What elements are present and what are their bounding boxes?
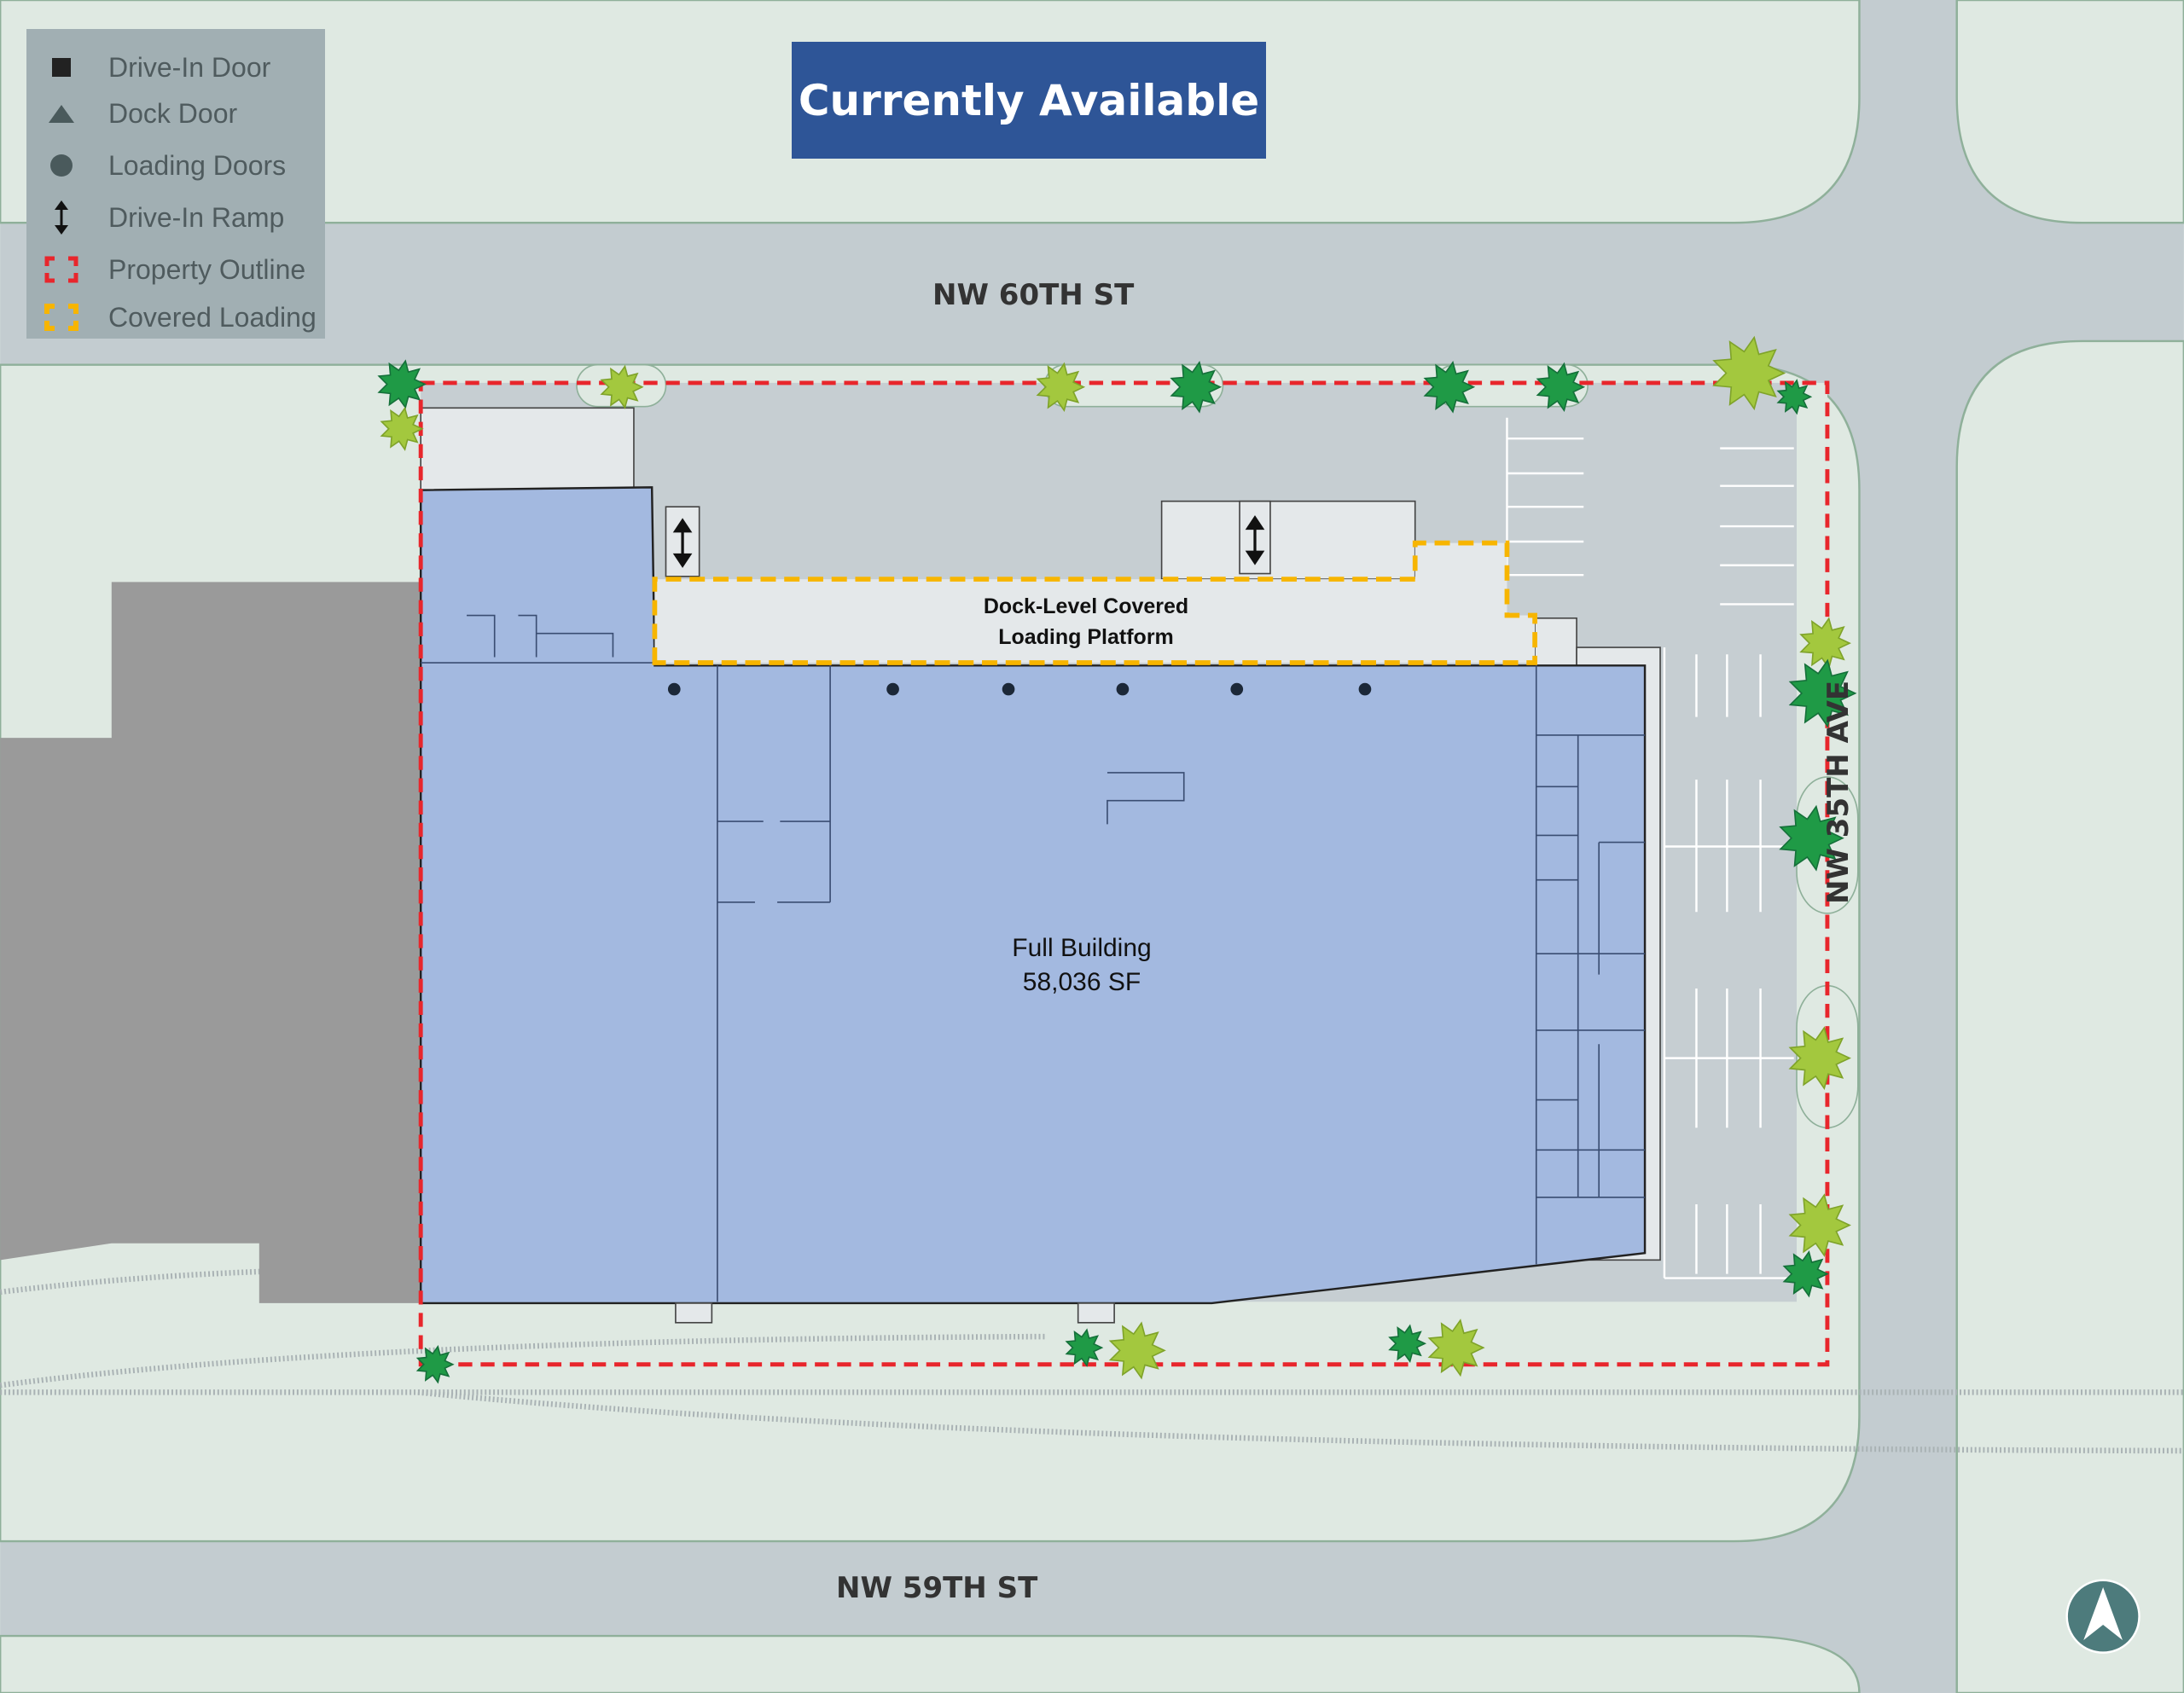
- legend-item: Dock Door: [26, 92, 325, 135]
- tree-icon: [600, 364, 644, 409]
- tree-icon: [1427, 1319, 1485, 1377]
- loading-door-icon: [1230, 682, 1244, 696]
- door-stoop: [1077, 1302, 1115, 1324]
- square-icon: [32, 57, 91, 78]
- legend-item: Drive-In Ramp: [26, 196, 325, 239]
- block-east: [1955, 339, 2184, 1693]
- interior-walls: [421, 614, 1646, 1302]
- tree-icon: [1788, 1193, 1851, 1257]
- loading-door-icon: [1116, 682, 1130, 696]
- tree-icon: [1788, 1026, 1851, 1090]
- railroad-tracks: [0, 1267, 2184, 1454]
- tree-icon: [1170, 361, 1223, 414]
- availability-banner: Currently Available: [792, 42, 1266, 159]
- tree-icon: [1036, 362, 1086, 412]
- platform-label-line1: Dock-Level Covered: [983, 594, 1189, 618]
- legend-item: Property Outline: [26, 248, 325, 291]
- tree-icon: [377, 359, 427, 409]
- stair-structure: [1534, 617, 1577, 667]
- building-label: Full Building 58,036 SF: [911, 931, 1252, 1000]
- tree-icon: [1782, 1249, 1829, 1298]
- trees: [377, 335, 1857, 1384]
- legend-item: Drive-In Door: [26, 46, 325, 89]
- legend-item: Covered Loading: [26, 296, 325, 339]
- tree-icon: [1536, 362, 1586, 412]
- property-outline: [418, 380, 1830, 1367]
- block-south: [0, 1634, 1861, 1693]
- building-name: Full Building: [1012, 934, 1152, 962]
- triangle-icon: [32, 103, 91, 124]
- street-label-north: NW 60TH ST: [932, 278, 1135, 312]
- neighbor-building: [0, 582, 421, 1303]
- loading-door-icon: [667, 682, 681, 696]
- tree-icon: [1108, 1321, 1166, 1380]
- tree-icon: [1712, 335, 1786, 411]
- loading-door-icon: [886, 682, 899, 696]
- tree-icon: [1388, 1324, 1427, 1364]
- annex-structure: [420, 407, 635, 493]
- tree-icon: [1423, 361, 1476, 414]
- circle-icon: [32, 154, 91, 177]
- loading-door-markers: [667, 682, 1372, 696]
- drive-in-ramp-icon: [672, 515, 1265, 568]
- yellow-bracket-outline-icon: [32, 304, 91, 331]
- door-stoop: [675, 1302, 713, 1324]
- building-area: 58,036 SF: [1022, 968, 1141, 996]
- red-bracket-outline-icon: [32, 256, 91, 283]
- platform-label: Dock-Level Covered Loading Platform: [915, 591, 1257, 652]
- tree-icon: [415, 1344, 455, 1384]
- legend-item: Loading Doors: [26, 144, 325, 187]
- loading-door-icon: [1358, 682, 1372, 696]
- platform-label-line2: Loading Platform: [998, 625, 1174, 649]
- street-label-east: NW 35TH AVE: [1821, 680, 1856, 904]
- tree-icon: [1799, 617, 1851, 670]
- north-arrow-icon: [2065, 1579, 2140, 1654]
- legend: Drive-In Door Dock Door Loading Doors Dr…: [26, 29, 325, 339]
- block-northeast: [1955, 0, 2184, 224]
- street-label-south: NW 59TH ST: [836, 1571, 1038, 1605]
- tree-icon: [380, 406, 424, 451]
- tree-icon: [1788, 658, 1857, 728]
- covered-loading-platform: [652, 540, 1537, 665]
- tree-icon: [1779, 804, 1844, 872]
- tree-icon: [1776, 379, 1813, 415]
- up-down-arrow-icon: [32, 200, 91, 235]
- loading-door-icon: [1002, 682, 1015, 696]
- ramp-structure: [1160, 500, 1416, 580]
- building-footprint: [419, 486, 1647, 1305]
- tree-icon: [1065, 1328, 1104, 1367]
